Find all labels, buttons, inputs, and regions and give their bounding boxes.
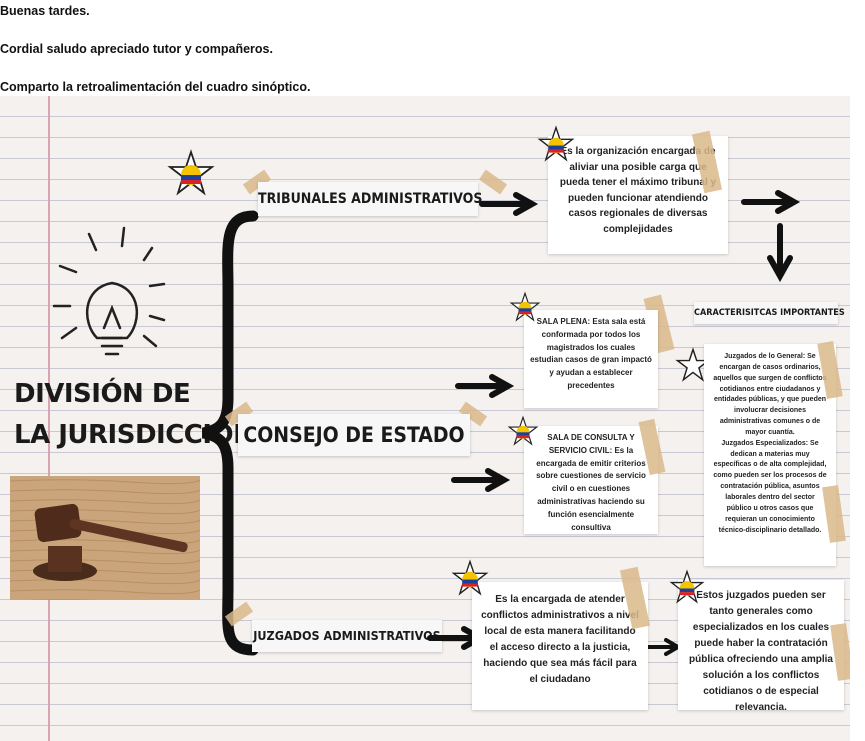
arrow-icon — [451, 468, 511, 492]
colombia-flag-star-icon — [507, 415, 539, 446]
tape-decoration — [478, 169, 508, 195]
sala-consulta-text: SALA DE CONSULTA Y SERVICIO CIVIL: Es la… — [536, 433, 646, 532]
juzgados-general-text: Juzgados de lo General: Se encargan de c… — [713, 353, 827, 436]
sala-consulta-note: SALA DE CONSULTA Y SERVICIO CIVIL: Es la… — [524, 426, 658, 534]
colombia-flag-star-icon — [537, 125, 575, 162]
greeting-text: Buenas tardes. — [0, 4, 90, 18]
gavel-photo — [10, 476, 200, 600]
colombia-flag-star-icon — [669, 569, 705, 604]
juzgados-description-text: Es la encargada de atender conflictos ad… — [481, 594, 639, 685]
intro-text: Comparto la retroalimentación del cuadro… — [0, 80, 311, 94]
synoptic-chart-image: DIVISIÓN DE LA JURISDICCIÓN — [0, 96, 850, 741]
colombia-flag-star-icon — [451, 559, 489, 596]
tribunales-description-note: Es la organización encargada de aliviar … — [548, 136, 728, 254]
juzgados-especializados-text: Juzgados Especializados: Se dedican a ma… — [713, 439, 827, 534]
caracteristicas-title: CARACTERISITCAS IMPORTANTES — [694, 302, 845, 324]
juzgados-description-note: Es la encargada de atender conflictos ad… — [472, 582, 648, 710]
sala-plena-note: SALA PLENA: Esta sala está conformada po… — [524, 310, 658, 408]
colombia-flag-star-icon — [509, 291, 541, 322]
arrow-icon — [479, 192, 539, 216]
branch-juzgados-label: JUZGADOS ADMINISTRATIVOS — [252, 620, 442, 652]
lightbulb-icon — [52, 226, 166, 356]
main-title-line1: DIVISIÓN DE — [14, 379, 191, 409]
arrow-icon — [767, 223, 793, 283]
branch-tribunales-label: TRIBUNALES ADMINISTRATIVOS — [258, 182, 482, 216]
juzgados-tipos-note: Estos juzgados pueden ser tanto generale… — [678, 580, 844, 713]
sparkle-star-icon — [167, 149, 215, 196]
juzgados-types-note: Juzgados de lo General: Se encargan de c… — [704, 344, 836, 566]
tribunales-description-text: Es la organización encargada de aliviar … — [559, 146, 717, 235]
arrow-icon — [646, 638, 682, 656]
salutation-text: Cordial saludo apreciado tutor y compañe… — [0, 42, 273, 56]
arrow-icon — [741, 190, 801, 214]
branch-consejo-label: CONSEJO DE ESTADO — [238, 414, 470, 456]
arrow-icon — [455, 374, 515, 398]
juzgados-tipos-text: Estos juzgados pueden ser tanto generale… — [689, 590, 833, 713]
sala-plena-text: SALA PLENA: Esta sala está conformada po… — [530, 317, 652, 390]
